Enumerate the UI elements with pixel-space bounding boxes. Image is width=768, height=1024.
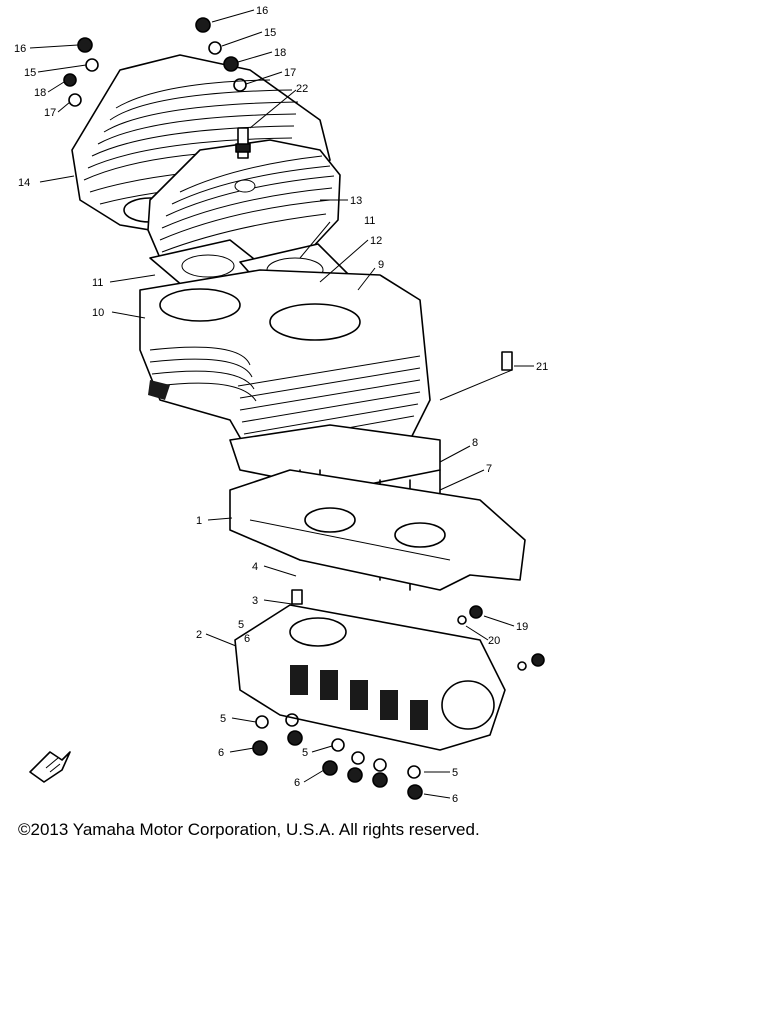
callout-label: 13 bbox=[350, 195, 362, 207]
callout-label: 8 bbox=[472, 437, 478, 449]
crankcase-upper bbox=[229, 469, 526, 591]
exploded-parts-diagram: 16 15 18 17 14 16 15 18 17 22 13 11 12 1… bbox=[14, 5, 548, 805]
callout-labels: 16 15 18 17 14 16 15 18 17 22 13 11 12 1… bbox=[14, 5, 548, 805]
callout-label: 12 bbox=[370, 235, 382, 247]
callout-label: 11 bbox=[364, 215, 375, 227]
callout-label: 19 bbox=[516, 621, 528, 633]
callout-label: 22 bbox=[296, 83, 308, 95]
callout-label: 17 bbox=[284, 67, 296, 79]
callout-label: 21 bbox=[536, 361, 548, 373]
callout-label: 18 bbox=[34, 87, 46, 99]
callout-label: 11 bbox=[92, 277, 103, 289]
callout-label: 5 bbox=[452, 767, 458, 779]
callout-label: 2 bbox=[196, 629, 202, 641]
callout-label: 15 bbox=[264, 27, 276, 39]
callout-label: 7 bbox=[486, 463, 492, 475]
callout-label: 6 bbox=[244, 633, 250, 645]
callout-label: 5 bbox=[220, 713, 226, 725]
callout-label: 20 bbox=[488, 635, 500, 647]
callout-leaders bbox=[29, 9, 534, 799]
crankcase-lower bbox=[234, 604, 506, 751]
callout-label: 9 bbox=[378, 259, 384, 271]
callout-label: 3 bbox=[252, 595, 258, 607]
callout-label: 5 bbox=[302, 747, 308, 759]
callout-label: 5 bbox=[238, 619, 244, 631]
callout-label: 15 bbox=[24, 67, 36, 79]
fwd-arrow-icon bbox=[29, 751, 71, 783]
callout-label: 17 bbox=[44, 107, 56, 119]
callout-label: 14 bbox=[18, 177, 30, 189]
callout-label: 1 bbox=[196, 515, 202, 527]
callout-label: 6 bbox=[452, 793, 458, 805]
callout-label: 10 bbox=[92, 307, 104, 319]
callout-label: 6 bbox=[294, 777, 300, 789]
cylinder-block bbox=[139, 269, 431, 471]
callout-label: 18 bbox=[274, 47, 286, 59]
nuts-and-washers bbox=[63, 17, 545, 800]
callout-label: 16 bbox=[256, 5, 268, 17]
callout-label: 16 bbox=[14, 43, 26, 55]
spark-plug bbox=[235, 127, 251, 159]
copyright-notice: ©2013 Yamaha Motor Corporation, U.S.A. A… bbox=[18, 820, 480, 839]
callout-label: 4 bbox=[252, 561, 258, 573]
cylinder-head-right bbox=[147, 139, 341, 273]
callout-label: 6 bbox=[218, 747, 224, 759]
